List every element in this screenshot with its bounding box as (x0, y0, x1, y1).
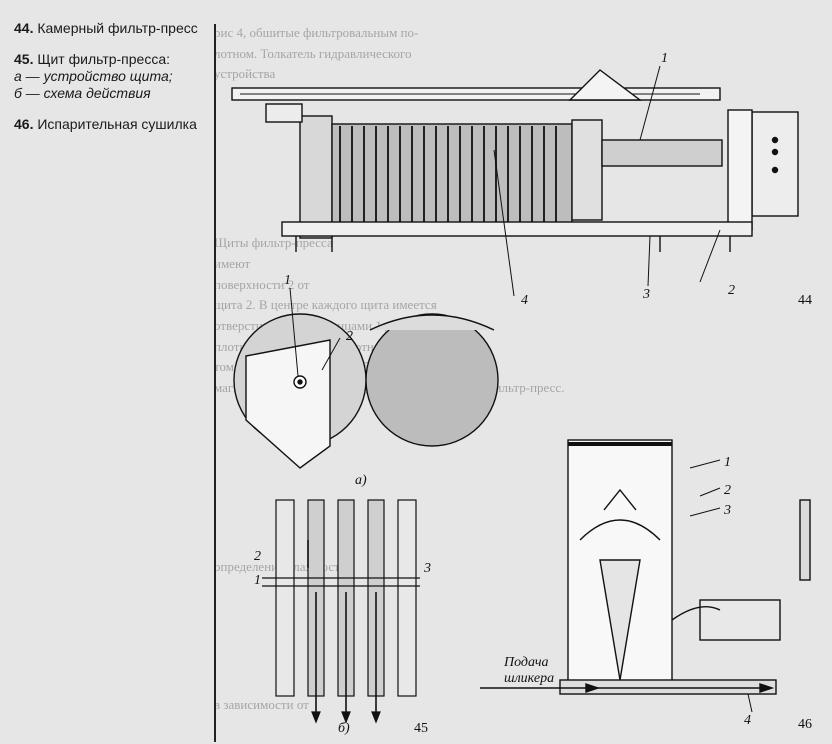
figure-frame (214, 24, 828, 742)
bg-line: Щиты фильтр-пресса (214, 235, 333, 251)
flow-arc (579, 519, 661, 541)
cyclone-housing (699, 599, 781, 641)
movable-head (571, 119, 603, 221)
bg-line: в зависимости от (214, 697, 309, 713)
fig46-supply-line1: Подача (503, 655, 549, 670)
fig44-number: 44 (798, 293, 812, 308)
plate-right-top (369, 314, 495, 331)
caption-45-item-b: б — схема действия (14, 85, 151, 101)
figure-45a-plate (233, 287, 499, 469)
bg-line: рис 4, обшитые фильтровальным по- (214, 25, 419, 40)
caption-46-text: Испарительная сушилка (37, 116, 197, 132)
leader-3 (647, 235, 651, 287)
caption-45-item-a: а — устройство щита; (14, 68, 173, 84)
leader-1 (639, 65, 661, 141)
bg-line: имеют (214, 255, 251, 271)
fig46-supply-line2: шликера (504, 671, 554, 686)
bottom-frame (281, 221, 753, 237)
caption-44: 44. Камерный фильтр-пресс (14, 20, 214, 37)
caption-45: 45. Щит фильтр-пресса: а — устройство щи… (14, 51, 214, 102)
exhaust-stack (799, 499, 811, 581)
fig46-label-4: 4 (744, 713, 751, 728)
leader-4 (493, 149, 515, 297)
fig45-label-3: 3 (423, 561, 431, 576)
bg-line: устройства (214, 66, 276, 82)
fig44-label-4: 4 (521, 293, 528, 308)
fig44-label-3: 3 (642, 287, 650, 302)
plate-stack (331, 123, 573, 225)
figure-46-dryer (480, 439, 811, 713)
plate-right (365, 313, 499, 447)
figure-captions: 44. Камерный фильтр-пресс 45. Щит фильтр… (14, 20, 214, 147)
fig45-label-1: 1 (284, 273, 291, 288)
bg-line: щита 2. В центре каждого щита имеется (214, 297, 437, 313)
fig45-label-b: б) (338, 721, 350, 736)
figure-44-filter-press (231, 65, 799, 297)
caption-44-text: Камерный фильтр-пресс (37, 20, 198, 36)
dryer-base (559, 679, 777, 695)
fig45-label-1b: 1 (254, 573, 261, 588)
feed-pipe (265, 103, 303, 123)
plate-outlet (245, 339, 331, 469)
caption-45-number: 45. (14, 51, 34, 67)
left-head-plate (299, 115, 333, 239)
caption-44-number: 44. (14, 20, 34, 36)
fig46-number: 46 (798, 717, 812, 732)
fig45-label-2a: 2 (346, 329, 353, 344)
plate-lines (339, 126, 557, 222)
bg-line: поверхности 2 от (214, 276, 310, 292)
caption-45-text: Щит фильтр-пресса: (37, 51, 171, 67)
bg-line: лотном. Толкатель гидравлического (214, 45, 412, 61)
fig45-label-a: а) (355, 473, 367, 488)
hydraulic-screw (601, 139, 723, 167)
figure-45b-scheme (262, 499, 420, 724)
fig46-label-1: 1 (724, 455, 731, 470)
fig44-label-2: 2 (728, 283, 735, 298)
dryer-cone (599, 559, 641, 681)
fig45-label-2b: 2 (254, 549, 261, 564)
leader-2 (699, 229, 721, 283)
fig45-number: 45 (414, 721, 428, 736)
control-cabinet (751, 111, 799, 217)
fig46-label-2: 2 (724, 483, 731, 498)
caption-46-number: 46. (14, 116, 34, 132)
right-support (727, 109, 753, 231)
caption-46: 46. Испарительная сушилка (14, 116, 214, 133)
fig44-label-1: 1 (661, 51, 668, 66)
press-frame-triangle (568, 69, 643, 101)
fig46-label-3: 3 (723, 503, 731, 518)
